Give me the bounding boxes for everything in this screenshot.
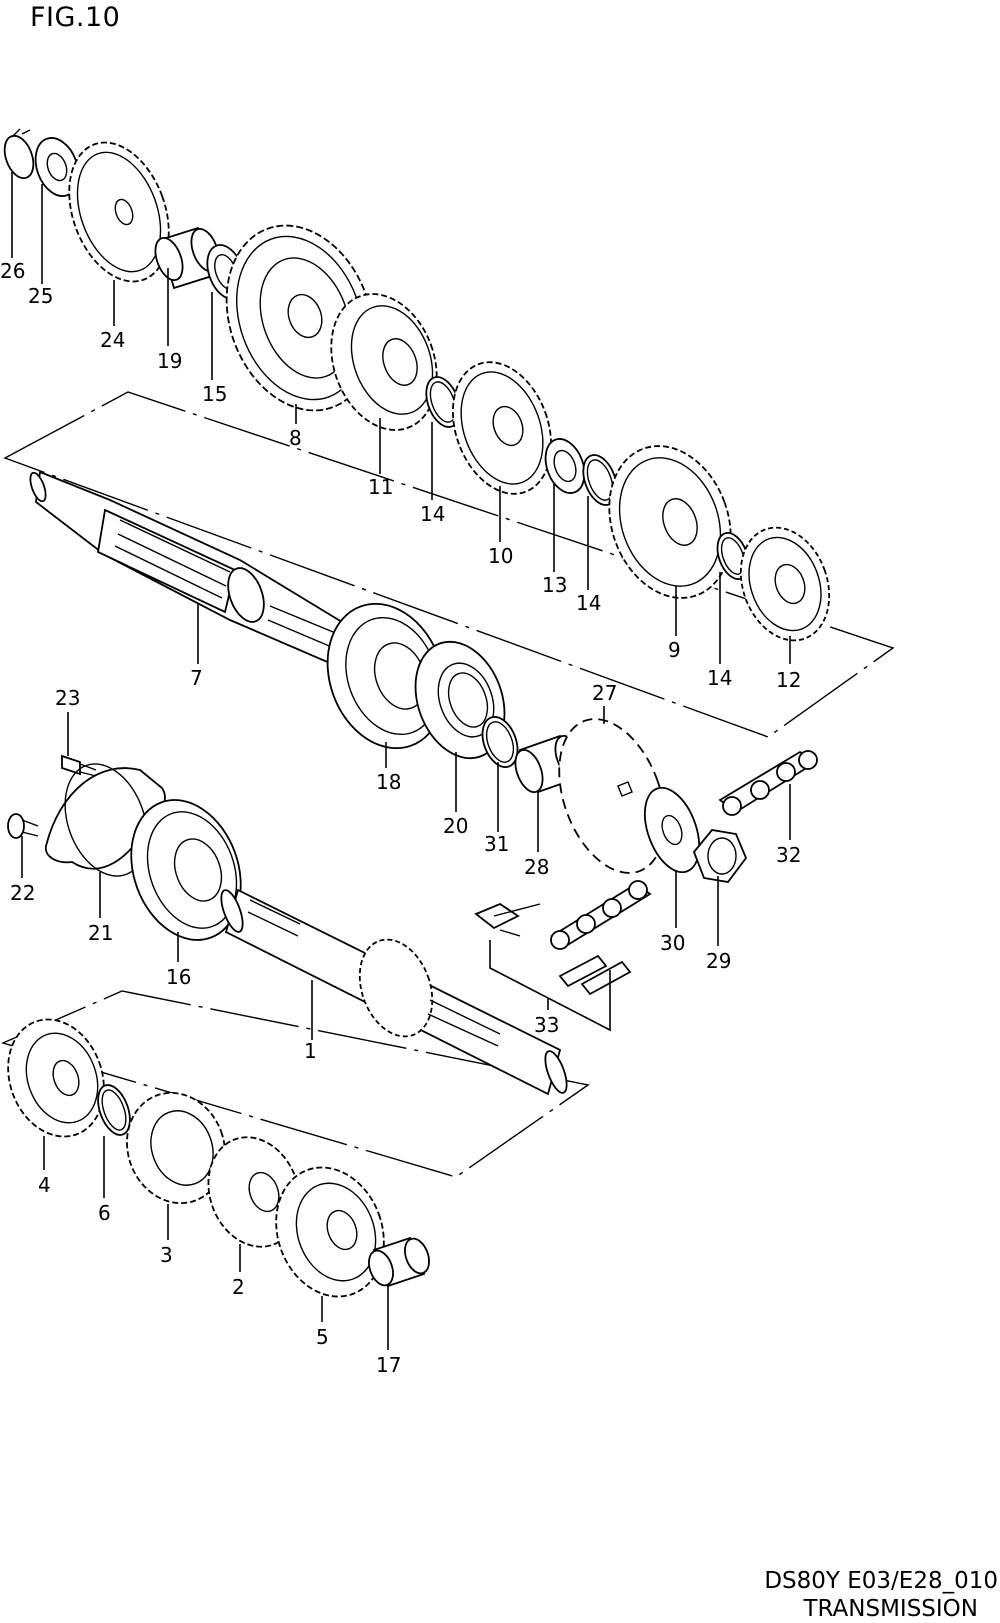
gear-10 bbox=[452, 361, 552, 495]
callout-7: 7 bbox=[190, 666, 203, 690]
callout-8: 8 bbox=[289, 426, 302, 450]
gear-9 bbox=[608, 445, 732, 599]
circlip-26 bbox=[3, 128, 35, 180]
gear-12 bbox=[739, 526, 831, 642]
circlip-6 bbox=[97, 1084, 131, 1136]
leader-lines bbox=[11, 172, 791, 1350]
callout-17: 17 bbox=[376, 1353, 401, 1377]
countershaft-frame bbox=[3, 391, 895, 738]
callout-11: 11 bbox=[368, 475, 393, 499]
callout-labels: 26 25 24 19 15 8 11 14 10 13 14 9 14 12 … bbox=[0, 259, 801, 1377]
washer-13 bbox=[544, 438, 586, 494]
callout-30: 30 bbox=[660, 931, 685, 955]
sprocket-27 bbox=[558, 718, 666, 874]
bearing-16 bbox=[130, 799, 242, 941]
callout-14-upper: 14 bbox=[420, 502, 445, 526]
gear-11 bbox=[330, 293, 438, 431]
bolt-22 bbox=[7, 813, 39, 839]
callout-12: 12 bbox=[776, 668, 801, 692]
chain-segment-lower bbox=[550, 880, 652, 950]
driveshaft-1 bbox=[220, 888, 568, 1096]
callout-21: 21 bbox=[88, 921, 113, 945]
gear-5 bbox=[275, 1166, 385, 1298]
gear-24 bbox=[68, 141, 170, 283]
callout-24: 24 bbox=[100, 328, 125, 352]
callout-13: 13 bbox=[542, 573, 567, 597]
callout-1: 1 bbox=[304, 1039, 317, 1063]
callout-16: 16 bbox=[166, 965, 191, 989]
chain-segment-32 bbox=[718, 750, 818, 816]
callout-33: 33 bbox=[534, 1013, 559, 1037]
callout-19: 19 bbox=[157, 349, 182, 373]
bushing-17 bbox=[368, 1236, 430, 1288]
diagram-code: DS80Y E03/E28_010 bbox=[764, 1568, 998, 1594]
callout-31: 31 bbox=[484, 832, 509, 856]
callout-4: 4 bbox=[38, 1173, 51, 1197]
washer-30 bbox=[643, 786, 701, 874]
callout-14-middle: 14 bbox=[576, 591, 601, 615]
callout-20: 20 bbox=[443, 814, 468, 838]
callout-10: 10 bbox=[488, 544, 513, 568]
gear-3 bbox=[126, 1091, 226, 1205]
callout-23: 23 bbox=[55, 686, 80, 710]
callout-5: 5 bbox=[316, 1325, 329, 1349]
callout-27: 27 bbox=[592, 681, 617, 705]
callout-32: 32 bbox=[776, 843, 801, 867]
chain-joint-33 bbox=[474, 902, 632, 996]
callout-9: 9 bbox=[668, 638, 681, 662]
countershaft-7 bbox=[29, 470, 344, 666]
driveshaft-frame bbox=[0, 990, 590, 1178]
o-ring-31 bbox=[481, 716, 519, 768]
callout-26: 26 bbox=[0, 259, 25, 283]
callout-22: 22 bbox=[10, 881, 35, 905]
callout-28: 28 bbox=[524, 855, 549, 879]
figure-title: FIG.10 bbox=[30, 2, 121, 33]
callout-6: 6 bbox=[98, 1201, 111, 1225]
callout-25: 25 bbox=[28, 284, 53, 308]
callout-2: 2 bbox=[232, 1275, 245, 1299]
callout-18: 18 bbox=[376, 770, 401, 794]
bearing-18 bbox=[326, 602, 446, 750]
callout-3: 3 bbox=[160, 1243, 173, 1267]
bolt-23 bbox=[61, 754, 97, 777]
callout-14-lower: 14 bbox=[707, 666, 732, 690]
callout-15: 15 bbox=[202, 382, 227, 406]
nut-29 bbox=[692, 829, 748, 883]
diagram-name: TRANSMISSION bbox=[803, 1596, 978, 1622]
gear-4 bbox=[7, 1018, 105, 1138]
callout-29: 29 bbox=[706, 949, 731, 973]
